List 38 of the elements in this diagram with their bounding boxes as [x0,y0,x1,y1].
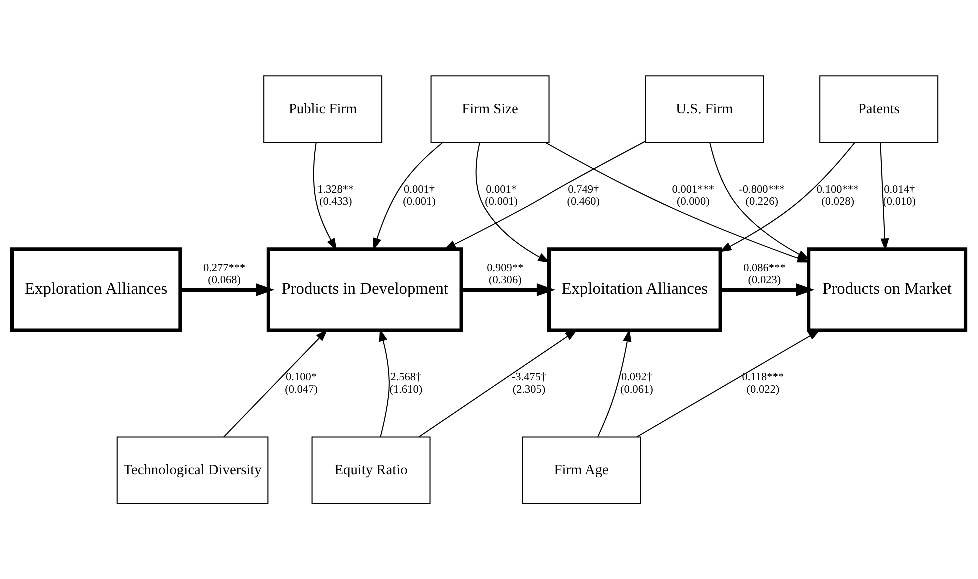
node-box: Products in Development [266,247,464,332]
node-box: Equity Ratio [312,436,431,504]
node-box: Exploitation Alliances [547,247,722,332]
arrow [418,329,578,438]
edge-label: 0.001* (0.001) [485,183,518,208]
edge-label: 0.277*** (0.068) [203,262,246,286]
edge-label: 0.118*** (0.022) [742,371,784,396]
arrow [313,142,338,250]
edge-label: 0.092† (0.061) [620,371,654,396]
edge-label: 0.909** (0.306) [487,262,524,286]
edge-label: 0.014† (0.010) [883,183,916,208]
arrow [719,142,856,252]
node-box: Firm Age [522,436,642,504]
edge-label: 0.001† (0.001) [403,183,436,208]
edge-label: 0.100*** (0.028) [816,183,860,208]
arrow [636,329,821,438]
edge-label: -0.800*** (0.226) [739,183,786,208]
edge-label: 0.086*** (0.023) [744,262,786,286]
node-box: Firm Size [430,75,550,143]
node-box: U.S. Firm [645,75,764,143]
arrow [720,283,815,296]
arrow [224,329,328,438]
node-box: Exploration Alliances [10,247,182,332]
edge-label: 1.328** (0.433) [318,183,354,208]
node-box: Public Firm [264,75,383,143]
arrow [444,140,646,250]
arrow [180,283,275,296]
edge-label: 0.749† (0.460) [567,183,600,208]
node-box: Products on Market [807,247,968,332]
arrow [373,142,443,250]
node-box: Technological Diversity [116,436,269,504]
edge-label: -3.475† (2.305) [512,371,547,396]
node-box: Patents [820,75,939,143]
arrow [880,142,890,250]
edge-label: 0.001*** (0.000) [672,183,715,208]
edge-label: 2.568† (1.610) [390,371,423,396]
arrow [462,283,556,296]
edge-label: 0.100* (0.047) [285,371,318,396]
